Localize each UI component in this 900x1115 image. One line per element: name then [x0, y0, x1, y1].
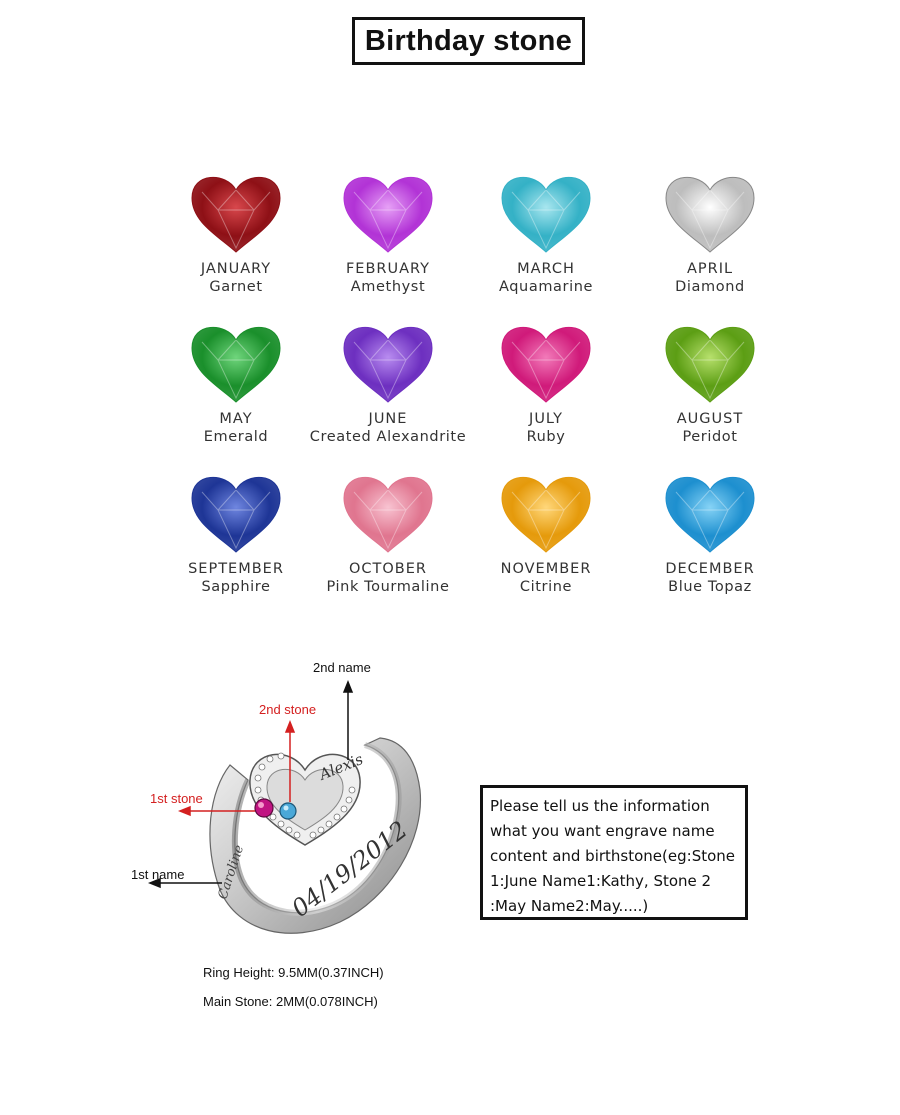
- heart-gem-icon: [343, 326, 433, 403]
- second-name-label: 2nd name: [313, 660, 371, 675]
- heart-gem-icon: [343, 476, 433, 553]
- birthstone-item: SEPTEMBER Sapphire: [151, 470, 321, 596]
- birthstone-month: AUGUST: [676, 411, 744, 427]
- title-box: Birthday stone: [352, 17, 585, 65]
- second-stone-label: 2nd stone: [259, 702, 317, 717]
- birthstone-item: OCTOBER Pink Tourmaline: [303, 470, 473, 596]
- birthstone-name: Peridot: [682, 429, 738, 445]
- info-line: content and birthstone(eg:Stone: [490, 847, 736, 865]
- heart-gem-icon: [665, 326, 755, 403]
- second-stone-gem: [279, 802, 297, 820]
- heart-gem-icon: [665, 176, 755, 253]
- heart-gem-icon: [665, 476, 755, 553]
- ring-height-spec: Ring Height: 9.5MM(0.37INCH): [203, 965, 384, 980]
- birthstone-name: Citrine: [519, 579, 573, 595]
- info-line: what you want engrave name: [490, 822, 715, 840]
- heart-gem-icon: [501, 176, 591, 253]
- birthstone-name: Amethyst: [350, 279, 426, 295]
- birthstone-name: Aquamarine: [498, 279, 594, 295]
- info-line: :May Name2:May.....): [490, 897, 649, 915]
- birthstone-month: MARCH: [517, 261, 575, 277]
- second-stone-arrow: [284, 719, 296, 802]
- heart-gem-icon: [191, 326, 281, 403]
- birthstone-item: JULY Ruby: [461, 320, 631, 446]
- first-stone-label: 1st stone: [150, 791, 203, 806]
- birthstone-item: DECEMBER Blue Topaz: [625, 470, 795, 596]
- birthstone-name: Created Alexandrite: [309, 429, 467, 445]
- info-line: Please tell us the information: [490, 797, 710, 815]
- birthstone-month: FEBRUARY: [345, 261, 431, 277]
- birthstone-month: NOVEMBER: [500, 561, 592, 577]
- birthstone-month: MAY: [219, 411, 253, 427]
- page-title: Birthday stone: [364, 24, 573, 57]
- birthstone-name: Ruby: [526, 429, 566, 445]
- birthstone-month: SEPTEMBER: [188, 561, 284, 577]
- first-name-label: 1st name: [131, 867, 185, 882]
- birthstone-item: FEBRUARY Amethyst: [303, 170, 473, 296]
- birthstone-month: JUNE: [368, 411, 408, 427]
- birthstone-month: APRIL: [686, 261, 734, 277]
- birthstone-name: Blue Topaz: [668, 579, 752, 595]
- birthstone-item: AUGUST Peridot: [625, 320, 795, 446]
- first-stone-arrow: [177, 805, 255, 817]
- heart-gem-icon: [191, 476, 281, 553]
- birthstone-name: Pink Tourmaline: [326, 579, 450, 595]
- birthstone-item: JANUARY Garnet: [151, 170, 321, 296]
- heart-gem-icon: [501, 476, 591, 553]
- birthstone-item: JUNE Created Alexandrite: [303, 320, 473, 446]
- ring-diagram: Alexis 04/19/2012 Caroline: [147, 679, 422, 934]
- birthstone-name: Diamond: [675, 279, 745, 295]
- birthstone-month: JULY: [529, 411, 563, 427]
- birthstone-name: Emerald: [203, 429, 269, 445]
- birthstone-item: APRIL Diamond: [625, 170, 795, 296]
- birthstone-month: OCTOBER: [349, 561, 427, 577]
- first-name-arrow: [147, 877, 222, 889]
- heart-gem-icon: [501, 326, 591, 403]
- engraving-info-box: Please tell us the information what you …: [480, 785, 748, 920]
- heart-gem-icon: [191, 176, 281, 253]
- birthstone-name: Garnet: [209, 279, 263, 295]
- first-stone-gem: [254, 798, 274, 818]
- main-stone-spec: Main Stone: 2MM(0.078INCH): [203, 994, 378, 1009]
- birthstone-month: JANUARY: [200, 261, 272, 277]
- birthstone-month: DECEMBER: [665, 561, 755, 577]
- birthstone-item: MARCH Aquamarine: [461, 170, 631, 296]
- birthstone-item: MAY Emerald: [151, 320, 321, 446]
- birthstone-name: Sapphire: [201, 579, 271, 595]
- second-name-arrow: [342, 679, 354, 760]
- heart-gem-icon: [343, 176, 433, 253]
- birthstone-item: NOVEMBER Citrine: [461, 470, 631, 596]
- info-line: 1:June Name1:Kathy, Stone 2: [490, 872, 712, 890]
